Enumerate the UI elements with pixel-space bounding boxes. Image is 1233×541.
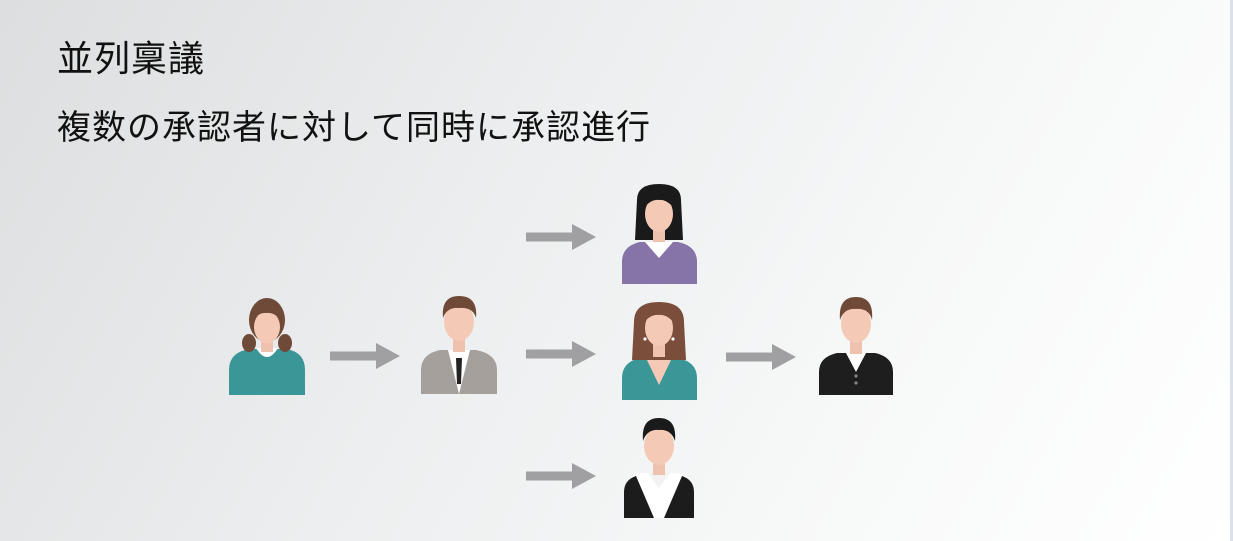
man-black-suit-icon: [819, 297, 893, 395]
woman-teal-sweater-icon: [229, 298, 305, 395]
page-title: 並列稟議: [57, 39, 206, 80]
right-edge-line: [1230, 0, 1233, 541]
man-black-vest-icon: [624, 418, 694, 518]
arrow-icon: [526, 463, 596, 489]
woman-teal-top-icon: [622, 302, 697, 400]
man-grey-suit-icon: [421, 296, 497, 394]
arrow-icon: [330, 343, 400, 369]
arrow-icon: [526, 224, 596, 250]
woman-purple-top-icon: [622, 184, 697, 284]
page-subtitle: 複数の承認者に対して同時に承認進行: [57, 108, 651, 148]
arrow-icon: [726, 344, 796, 370]
arrow-icon: [526, 341, 596, 367]
